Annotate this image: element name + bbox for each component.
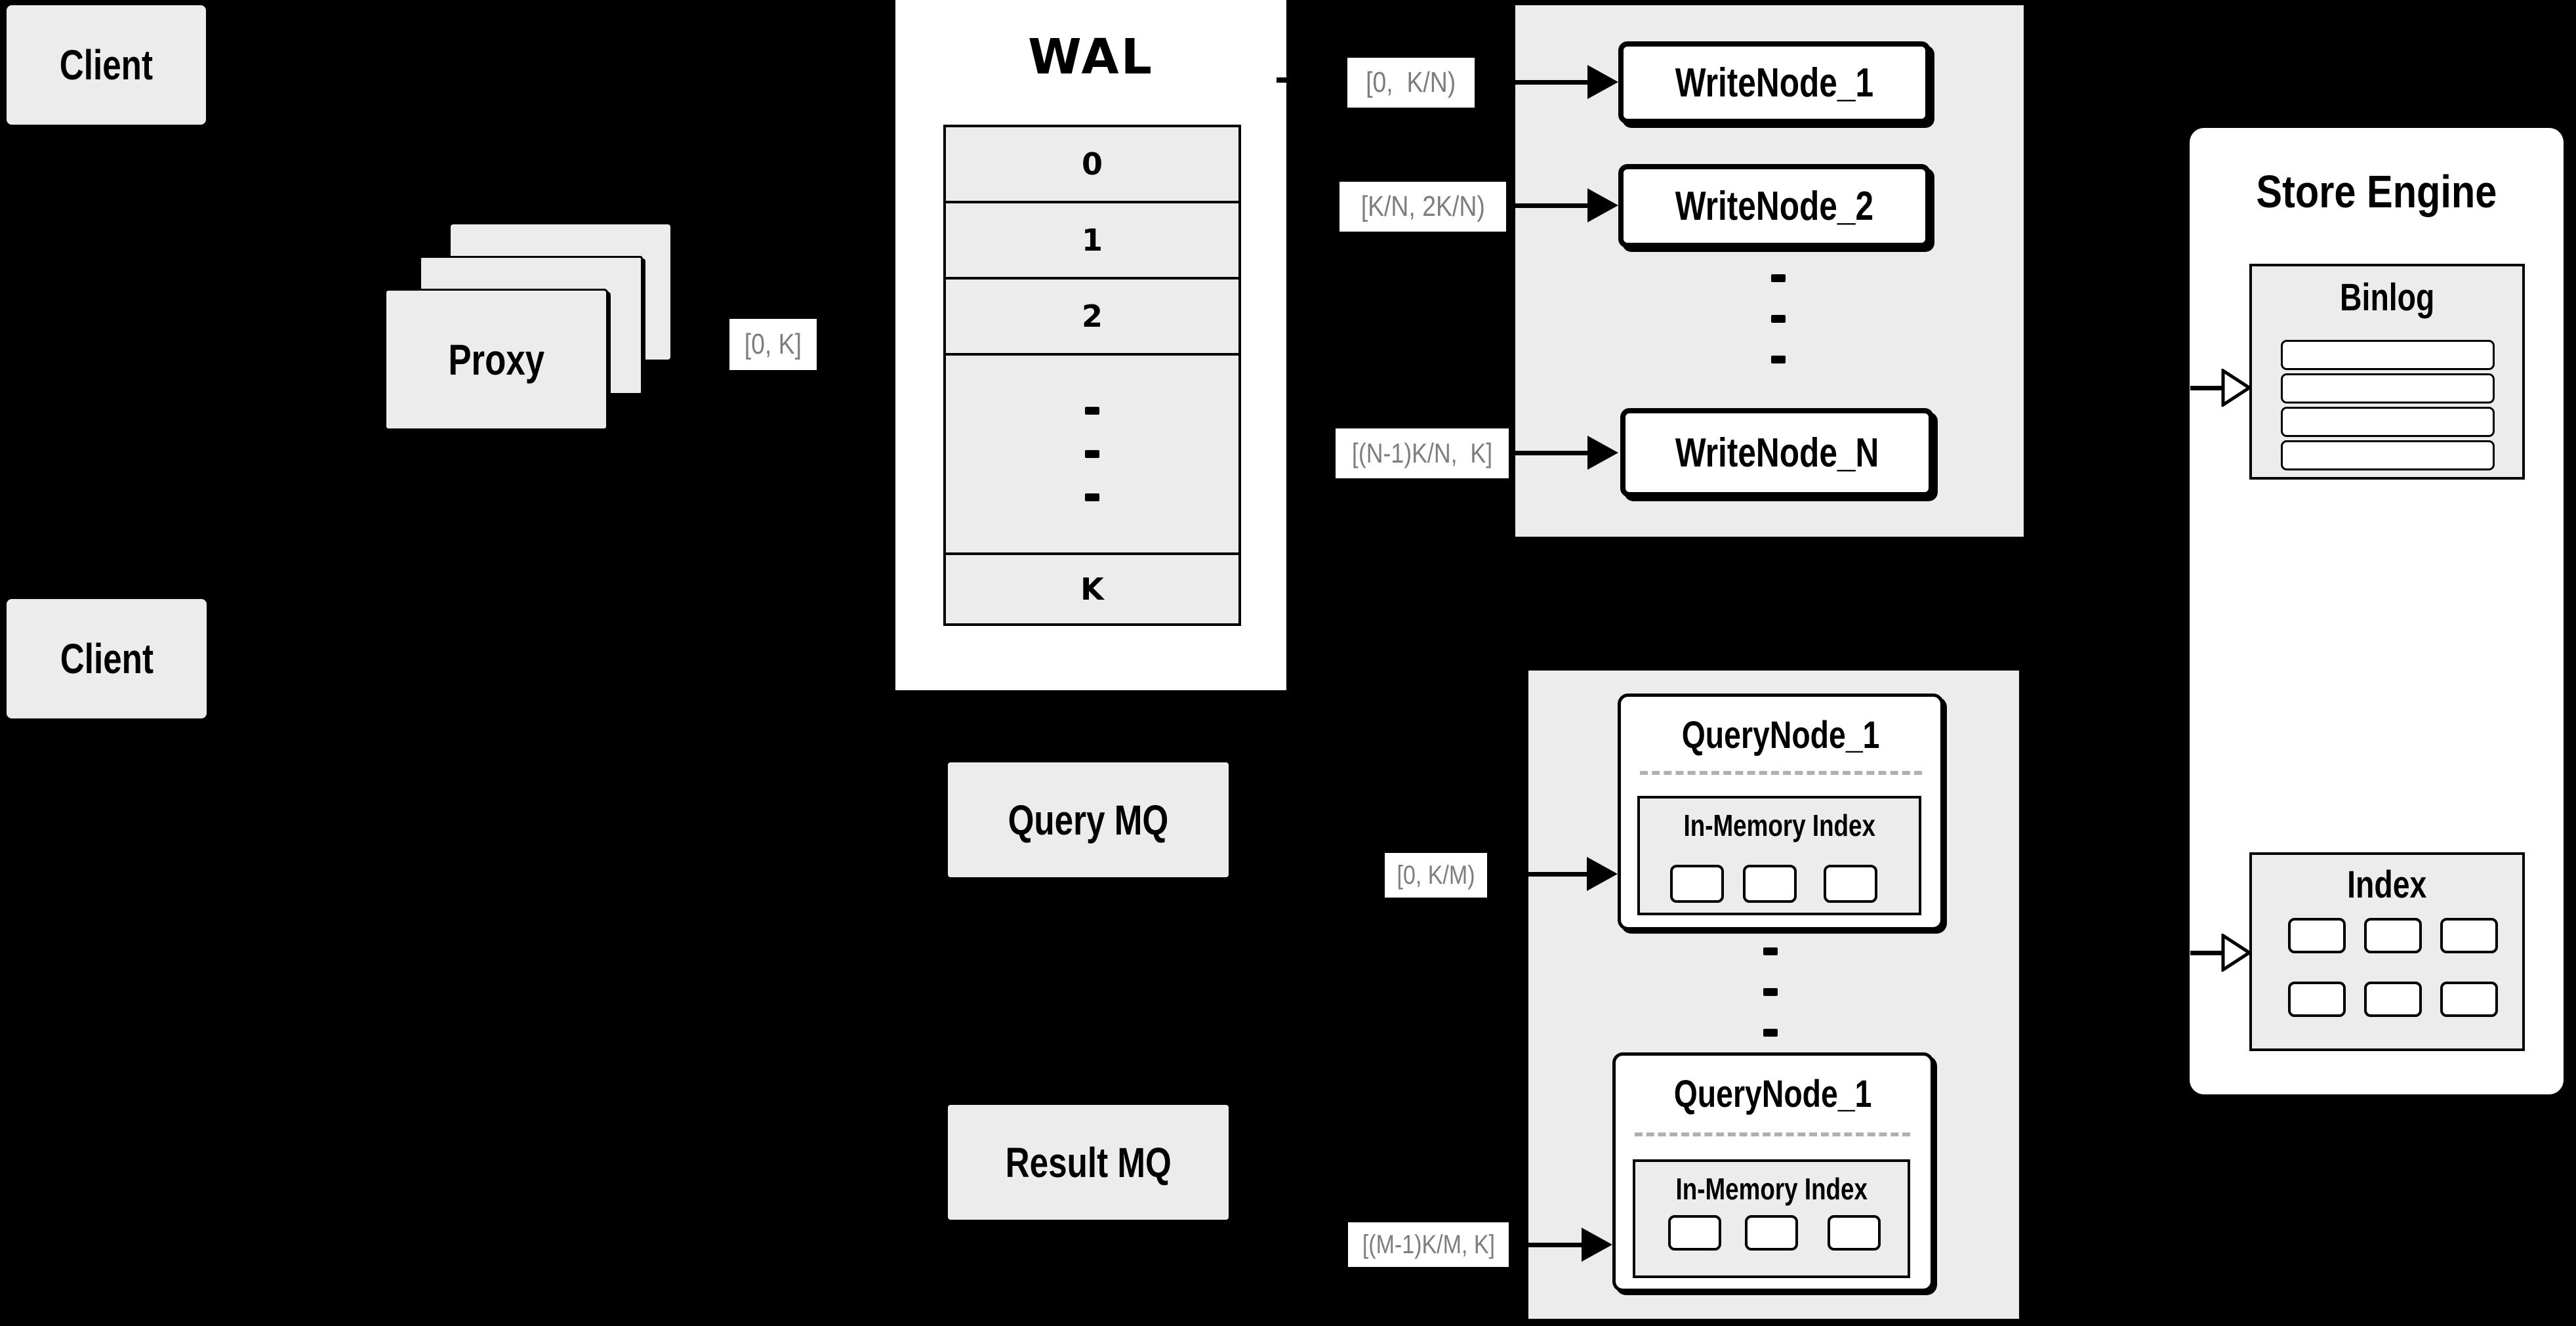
arrow-line-to-write-node-2 xyxy=(1507,203,1587,208)
store-engine-title: Store Engine xyxy=(2256,166,2497,217)
arrow-line-to-query-node-top xyxy=(1488,872,1587,877)
wal-edge-line-stub xyxy=(1277,77,1286,83)
index-segment-square xyxy=(2440,918,2498,953)
range-label-write-n: [(N-1)K/N, K] xyxy=(1336,428,1509,478)
arrow-line-to-index xyxy=(2190,951,2224,955)
arrowhead-to-query-node-bottom xyxy=(1582,1228,1612,1262)
client-box-top: Client xyxy=(7,5,206,125)
proxy-box: Proxy xyxy=(384,289,608,430)
range-label-query-bottom: [(M-1)K/M, K] xyxy=(1348,1222,1509,1267)
index-segment-square xyxy=(2288,982,2346,1017)
proxy-label: Proxy xyxy=(448,335,544,384)
index-segment-square xyxy=(2364,982,2422,1017)
client-box-bottom: Client xyxy=(7,599,207,718)
index-segment-square xyxy=(1670,865,1724,903)
index-segment-square xyxy=(1668,1215,1721,1251)
binlog-row xyxy=(2281,407,2495,437)
wal-row-0: 0 xyxy=(946,127,1238,201)
binlog-row xyxy=(2281,440,2495,470)
query-nodes-ellipsis xyxy=(1763,947,1778,1069)
arrow-line-to-write-node-n xyxy=(1510,451,1587,455)
query-node-top-title: QueryNode_1 xyxy=(1681,714,1880,756)
wal-segment-table: 0 1 2 K xyxy=(943,125,1241,626)
index-segment-square xyxy=(1824,865,1877,903)
result-mq-box: Result MQ xyxy=(948,1105,1229,1220)
range-label-write-1: [0, K/N) xyxy=(1347,58,1475,108)
arrowhead-to-query-node-top xyxy=(1587,857,1618,891)
wal-row-ellipsis xyxy=(946,353,1238,552)
binlog-row xyxy=(2281,373,2495,404)
range-label-write-2: [K/N, 2K/N) xyxy=(1339,182,1506,232)
ellipsis-dot xyxy=(1763,947,1778,955)
index-segment-square xyxy=(2364,918,2422,953)
query-node-bottom-title: QueryNode_1 xyxy=(1674,1073,1872,1115)
ellipsis-dot xyxy=(1771,356,1786,363)
index-segment-square xyxy=(2288,918,2346,953)
range-label-query-top: [0, K/M) xyxy=(1385,853,1487,898)
arrow-line-to-query-node-bottom xyxy=(1510,1243,1582,1247)
arrowhead-to-write-node-2 xyxy=(1587,188,1618,222)
query-mq-box: Query MQ xyxy=(948,762,1229,877)
arrow-line-to-write-node-1 xyxy=(1476,80,1587,85)
index-segment-square xyxy=(1828,1215,1881,1251)
ellipsis-dot xyxy=(1763,1029,1778,1037)
range-label-proxy-out: [0, K] xyxy=(729,319,817,370)
ellipsis-dot xyxy=(1085,493,1099,501)
ellipsis-dot xyxy=(1771,315,1786,323)
ellipsis-dot xyxy=(1085,407,1099,415)
write-node-2: WriteNode_2 xyxy=(1618,164,1931,248)
wal-title: WAL xyxy=(1028,29,1154,85)
open-arrowhead-to-binlog xyxy=(2221,369,2251,407)
wal-row-2: 2 xyxy=(946,277,1238,353)
arrow-line-to-binlog xyxy=(2190,386,2224,390)
arrowhead-to-write-node-n xyxy=(1587,436,1618,470)
wal-row-1: 1 xyxy=(946,201,1238,277)
wal-row-k: K xyxy=(946,552,1238,623)
ellipsis-dot xyxy=(1771,274,1786,282)
ellipsis-dot xyxy=(1085,450,1099,458)
client-label: Client xyxy=(59,41,153,89)
write-node-1: WriteNode_1 xyxy=(1618,41,1931,124)
dashed-divider xyxy=(1635,1132,1910,1136)
write-nodes-ellipsis xyxy=(1771,274,1786,396)
dashed-divider xyxy=(1640,771,1922,775)
binlog-row xyxy=(2281,340,2495,370)
index-segment-square xyxy=(2440,982,2498,1017)
arrowhead-to-write-node-1 xyxy=(1587,65,1618,99)
index-segment-square xyxy=(1743,865,1797,903)
write-node-n: WriteNode_N xyxy=(1620,408,1934,497)
index-segment-square xyxy=(1745,1215,1798,1251)
client-label: Client xyxy=(60,635,153,682)
ellipsis-dot xyxy=(1763,988,1778,996)
open-arrowhead-to-index xyxy=(2221,934,2251,972)
